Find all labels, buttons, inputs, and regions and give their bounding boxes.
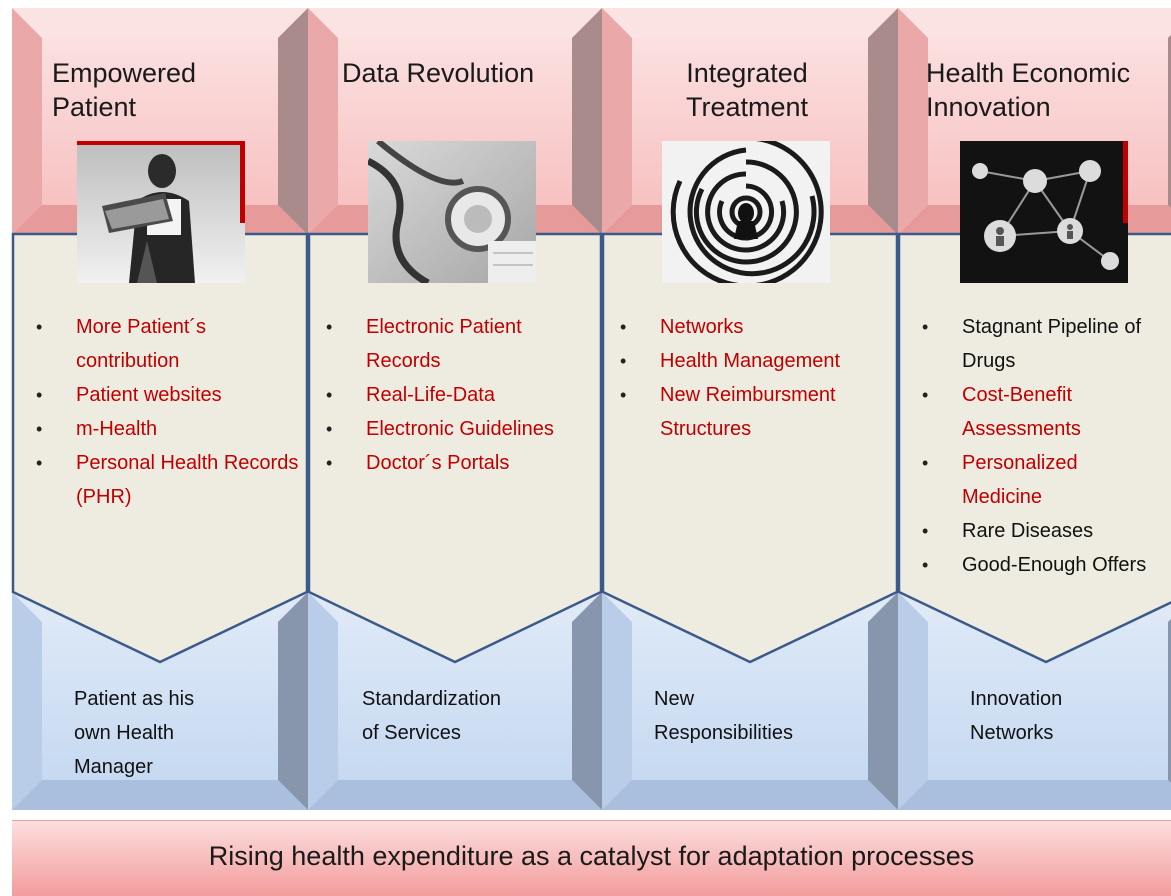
column-title: Empowered Patient (52, 58, 197, 122)
person-with-laptop-photo (77, 141, 245, 283)
column-title: Health Economic Innovation (926, 58, 1131, 122)
column-bottom-text: Standardization of Services (362, 688, 501, 744)
bullet-item: Electronic Guidelines (316, 412, 596, 446)
column-bottom-text: New Responsibilities (654, 688, 793, 744)
bullet-item: Cost-Benefit Assessments (912, 378, 1152, 446)
bullet-list: Electronic Patient RecordsReal-Life-Data… (316, 310, 596, 480)
bullet-item: New Reimbursment Structures (610, 378, 890, 446)
column-title: Integrated Treatment (685, 58, 809, 122)
column-bottom-text: Innovation Networks (970, 688, 1063, 744)
bullet-item: Personal Health Records (PHR) (26, 446, 301, 514)
column-data-revolution: Data Revolution Electronic Patient Recor… (307, 0, 603, 810)
stethoscope-photo (368, 141, 536, 283)
bullet-item: Rare Diseases (912, 514, 1152, 548)
bullet-item: Good-Enough Offers (912, 548, 1152, 582)
column-integrated-treatment: Integrated Treatment NetworksHealth Mana… (601, 0, 899, 810)
bullet-item: Stagnant Pipeline of Drugs (912, 310, 1152, 378)
bullet-item: Electronic Patient Records (316, 310, 596, 378)
bullet-list: Stagnant Pipeline of DrugsCost-Benefit A… (912, 310, 1152, 582)
bullet-item: m-Health (26, 412, 301, 446)
maze-photo (662, 141, 830, 283)
network-people-photo (960, 141, 1128, 283)
bullet-item: Networks (610, 310, 890, 344)
column-health-economic-innovation: Health Economic Innovation (898, 0, 1171, 810)
footer-banner: Rising health expenditure as a catalyst … (12, 820, 1171, 896)
bullet-list: NetworksHealth ManagementNew Reimbursmen… (610, 310, 890, 446)
column-title: Data Revolution (342, 58, 535, 88)
footer-text: Rising health expenditure as a catalyst … (208, 841, 975, 871)
bullet-item: More Patient´s contribution (26, 310, 301, 378)
column-empowered-patient: Empowered Patient More Patient´s contrib… (11, 0, 309, 810)
bullet-item: Doctor´s Portals (316, 446, 596, 480)
column-bottom-text: Patient as his own Health Manager (74, 688, 195, 778)
bullet-item: Personalized Medicine (912, 446, 1152, 514)
bullet-item: Real-Life-Data (316, 378, 596, 412)
bullet-item: Patient websites (26, 378, 301, 412)
bullet-item: Health Management (610, 344, 890, 378)
bullet-list: More Patient´s contributionPatient websi… (26, 310, 301, 514)
